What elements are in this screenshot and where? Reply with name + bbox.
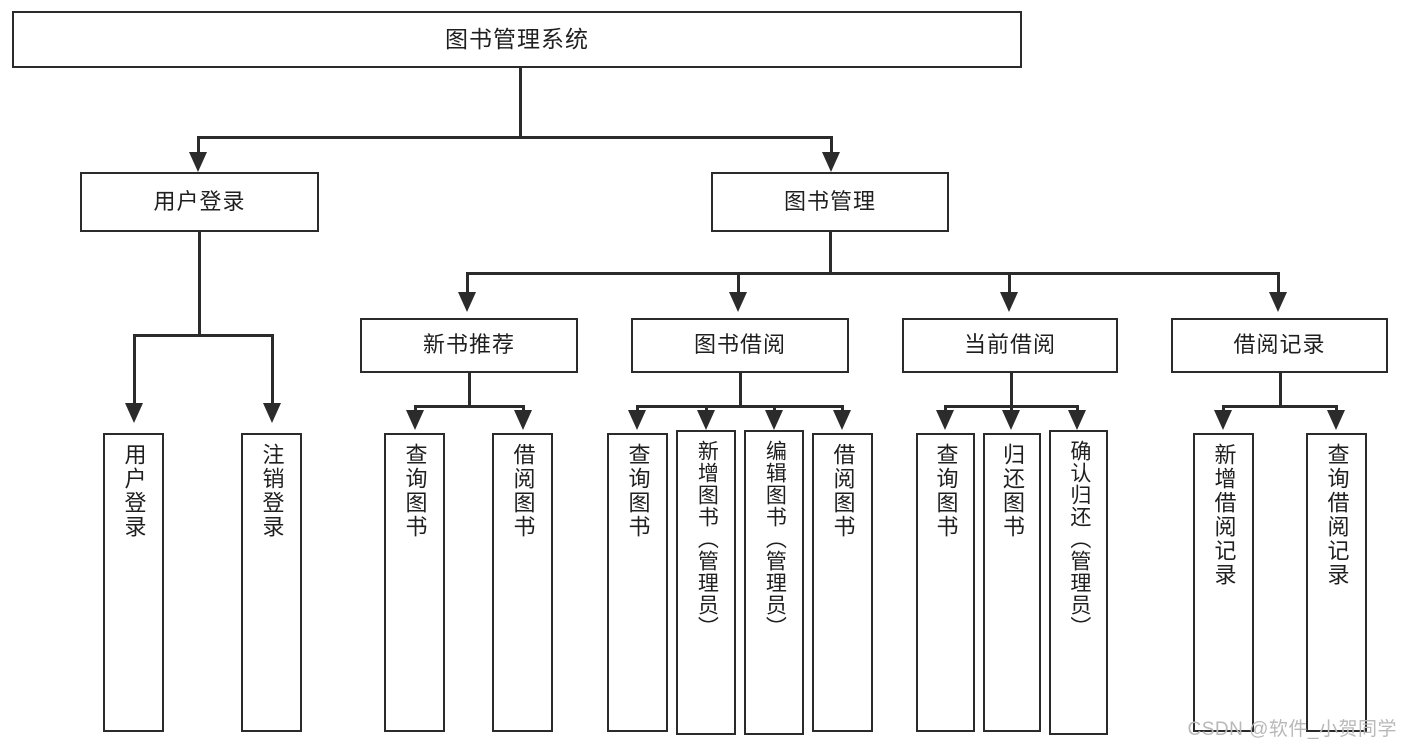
node-root-book-management-system[interactable]: 图书管理系统 bbox=[12, 11, 1022, 68]
node-leaf-user-login[interactable]: 用户登录 bbox=[103, 433, 164, 732]
connector-user-login-bus bbox=[133, 334, 273, 337]
arrowhead-leaf-user-login bbox=[125, 403, 143, 423]
connector-drop-borrow-record bbox=[1277, 272, 1280, 296]
connector-to-user-login bbox=[197, 136, 200, 156]
connector-new-book-recommend-bus bbox=[414, 405, 525, 408]
arrowhead-leaf-logout bbox=[263, 403, 281, 423]
connector-user-login-stem bbox=[198, 232, 201, 336]
node-book-borrow[interactable]: 图书借阅 bbox=[631, 318, 849, 373]
node-borrow-record[interactable]: 借阅记录 bbox=[1171, 318, 1388, 373]
connector-level2-bus bbox=[197, 136, 833, 139]
connector-drop-new-book-recommend bbox=[466, 272, 469, 296]
node-label: 查询图书 bbox=[625, 443, 651, 539]
node-book-management[interactable]: 图书管理 bbox=[711, 172, 949, 232]
node-label: 新增借阅记录 bbox=[1211, 443, 1237, 587]
arrowhead-to-user-login bbox=[189, 152, 207, 172]
node-leaf-confirm-return[interactable]: 确认归还（管理员） bbox=[1049, 430, 1108, 735]
node-label: 查询图书 bbox=[933, 443, 959, 539]
node-leaf-query-book-1[interactable]: 查询图书 bbox=[384, 433, 445, 732]
arrowhead-leaf-edit-book bbox=[765, 410, 783, 430]
arrowhead-leaf-query-book-1 bbox=[406, 410, 424, 430]
node-label: 确认归还（管理员） bbox=[1067, 440, 1091, 638]
connector-book-borrow-stem bbox=[739, 373, 742, 407]
node-label: 新增图书（管理员） bbox=[695, 440, 719, 638]
node-leaf-return-book[interactable]: 归还图书 bbox=[983, 433, 1041, 732]
node-leaf-borrow-book-1[interactable]: 借阅图书 bbox=[492, 433, 553, 732]
arrowhead-borrow-record bbox=[1269, 292, 1287, 312]
node-label: 查询图书 bbox=[402, 443, 428, 539]
arrowhead-leaf-return-book bbox=[1002, 410, 1020, 430]
connector-drop-book-borrow bbox=[737, 272, 740, 296]
arrowhead-leaf-query-record bbox=[1327, 410, 1345, 430]
node-leaf-query-book-2[interactable]: 查询图书 bbox=[607, 433, 668, 732]
node-label: 用户登录 bbox=[121, 443, 147, 539]
connector-level3-bus bbox=[466, 272, 1280, 275]
connector-user-login-drop-2 bbox=[271, 334, 274, 407]
connector-current-borrow-stem bbox=[1010, 373, 1013, 407]
arrowhead-leaf-borrow-book-2 bbox=[833, 410, 851, 430]
connector-new-book-recommend-stem bbox=[468, 373, 471, 407]
connector-drop-current-borrow bbox=[1008, 272, 1011, 296]
node-leaf-add-book[interactable]: 新增图书（管理员） bbox=[676, 430, 736, 735]
node-label: 查询借阅记录 bbox=[1324, 443, 1350, 587]
node-leaf-query-book-3[interactable]: 查询图书 bbox=[916, 433, 975, 732]
node-label: 新书推荐 bbox=[422, 332, 515, 358]
arrowhead-new-book-recommend bbox=[458, 292, 476, 312]
arrowhead-book-borrow bbox=[729, 292, 747, 312]
node-current-borrow[interactable]: 当前借阅 bbox=[902, 318, 1118, 373]
node-label: 当前借阅 bbox=[963, 332, 1056, 358]
arrowhead-leaf-add-book bbox=[697, 410, 715, 430]
node-label: 图书管理系统 bbox=[445, 25, 589, 52]
csdn-watermark: CSDN @软件_小贺同学 bbox=[1187, 719, 1397, 740]
connector-borrow-record-bus bbox=[1222, 405, 1338, 408]
node-user-login[interactable]: 用户登录 bbox=[80, 172, 319, 232]
node-label: 借阅记录 bbox=[1233, 332, 1326, 358]
connector-user-login-drop-1 bbox=[133, 334, 136, 407]
arrowhead-leaf-borrow-book-1 bbox=[514, 410, 532, 430]
arrowhead-leaf-add-record bbox=[1214, 410, 1232, 430]
node-label: 注销登录 bbox=[259, 443, 285, 539]
arrowhead-current-borrow bbox=[1000, 292, 1018, 312]
node-label: 归还图书 bbox=[999, 443, 1025, 539]
connector-borrow-record-stem bbox=[1279, 373, 1282, 407]
node-leaf-query-record[interactable]: 查询借阅记录 bbox=[1306, 433, 1367, 732]
node-leaf-edit-book[interactable]: 编辑图书（管理员） bbox=[744, 430, 804, 735]
node-leaf-add-record[interactable]: 新增借阅记录 bbox=[1193, 433, 1254, 732]
arrowhead-leaf-query-book-2 bbox=[628, 410, 646, 430]
node-label: 图书借阅 bbox=[693, 332, 786, 358]
node-leaf-borrow-book-2[interactable]: 借阅图书 bbox=[812, 433, 873, 732]
connector-to-book-management bbox=[830, 136, 833, 156]
connector-root-stem bbox=[519, 68, 522, 136]
node-label: 用户登录 bbox=[153, 188, 246, 214]
arrowhead-leaf-query-book-3 bbox=[936, 410, 954, 430]
node-label: 借阅图书 bbox=[510, 443, 536, 539]
node-label: 借阅图书 bbox=[830, 443, 856, 539]
node-label: 编辑图书（管理员） bbox=[763, 440, 787, 638]
connector-book-borrow-bus bbox=[636, 405, 844, 408]
arrowhead-to-book-management bbox=[822, 152, 840, 172]
node-leaf-logout[interactable]: 注销登录 bbox=[241, 433, 302, 732]
connector-book-management-stem bbox=[829, 232, 832, 274]
arrowhead-leaf-confirm-return bbox=[1068, 410, 1086, 430]
node-label: 图书管理 bbox=[783, 188, 876, 214]
node-new-book-recommend[interactable]: 新书推荐 bbox=[360, 318, 578, 373]
